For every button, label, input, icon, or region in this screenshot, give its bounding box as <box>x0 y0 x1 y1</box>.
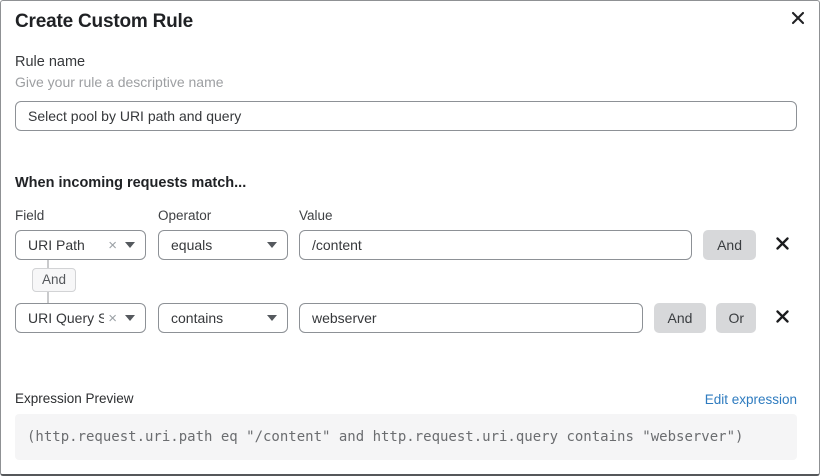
value-column-label: Value <box>299 208 333 223</box>
value-input-2[interactable] <box>299 303 643 333</box>
dialog-title: Create Custom Rule <box>15 11 193 32</box>
or-button-row-2[interactable]: Or <box>716 303 756 333</box>
close-icon <box>775 310 789 326</box>
and-button-row-2[interactable]: And <box>653 303 707 333</box>
delete-row-2-button[interactable] <box>773 309 791 327</box>
chevron-down-icon <box>125 242 135 248</box>
clear-selection-icon[interactable]: × <box>108 309 117 327</box>
field-select-2[interactable]: URI Query St... × <box>15 303 146 333</box>
chevron-down-icon <box>125 315 135 321</box>
and-button-row-1[interactable]: And <box>703 230 756 260</box>
close-icon <box>791 11 805 28</box>
operator-select-2-value: contains <box>171 310 224 326</box>
expression-preview-header: Expression Preview Edit expression <box>15 391 797 407</box>
chevron-down-icon <box>267 315 277 321</box>
delete-row-1-button[interactable] <box>773 236 791 254</box>
connector-line <box>47 292 49 303</box>
chevron-down-icon <box>267 242 277 248</box>
value-input-1[interactable] <box>299 230 693 260</box>
rule-name-helper: Give your rule a descriptive name <box>15 74 224 90</box>
clear-selection-icon[interactable]: × <box>108 236 117 254</box>
close-button[interactable] <box>788 9 808 29</box>
connector-line <box>47 260 49 268</box>
field-select-1-value: URI Path <box>28 237 85 253</box>
expression-code-block: (http.request.uri.path eq "/content" and… <box>15 414 797 460</box>
condition-row-2: URI Query St... × contains And Or <box>15 303 797 333</box>
column-labels: Field Operator Value <box>15 208 797 223</box>
condition-row-1: URI Path × equals And <box>15 230 797 260</box>
close-icon <box>775 237 789 253</box>
edit-expression-link[interactable]: Edit expression <box>704 391 797 407</box>
expression-preview-label: Expression Preview <box>15 391 134 406</box>
connector-and-chip: And <box>32 268 77 292</box>
rule-name-input[interactable] <box>15 101 797 131</box>
condition-connector: And <box>15 260 797 303</box>
operator-column-label: Operator <box>158 208 212 223</box>
operator-select-1[interactable]: equals <box>158 230 288 260</box>
match-heading: When incoming requests match... <box>15 175 247 191</box>
rule-name-label: Rule name <box>15 54 86 70</box>
field-select-2-value: URI Query St... <box>28 310 104 326</box>
operator-select-1-value: equals <box>171 237 213 253</box>
operator-select-2[interactable]: contains <box>158 303 288 333</box>
field-select-1[interactable]: URI Path × <box>15 230 146 260</box>
field-column-label: Field <box>15 208 45 223</box>
